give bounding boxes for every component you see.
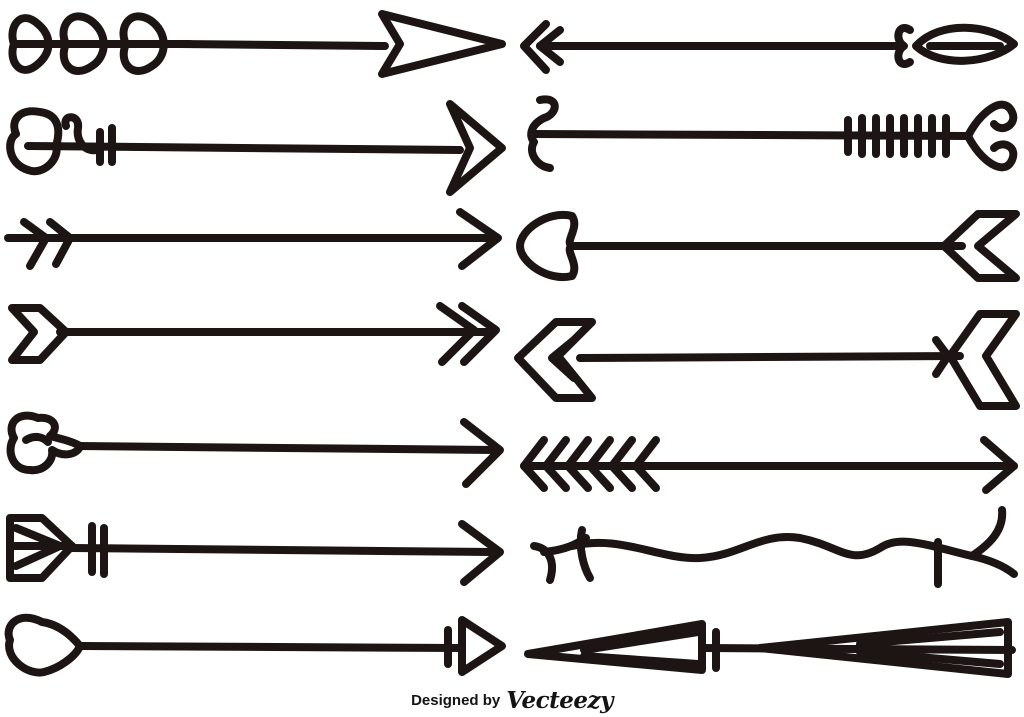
arrow-right-6 xyxy=(530,506,1018,588)
brand-logo[interactable]: Vecteezy xyxy=(506,686,613,714)
arrow-left-4 xyxy=(8,302,500,366)
credit-prefix: Designed by xyxy=(411,691,501,709)
arrow-left-3 xyxy=(4,208,502,270)
arrow-right-2 xyxy=(527,95,1018,172)
arrow-right-7 xyxy=(524,618,1016,678)
arrow-right-3 xyxy=(516,210,1020,282)
arrow-left-1 xyxy=(8,10,506,78)
credit-line: Designed by Vecteezy xyxy=(0,683,1024,717)
arrow-left-2 xyxy=(6,100,506,196)
arrow-left-7 xyxy=(4,613,506,677)
arrow-right-4 xyxy=(514,310,1020,410)
arrow-right-5 xyxy=(520,436,1018,494)
arrow-right-1 xyxy=(520,20,1018,74)
arrow-left-6 xyxy=(6,514,504,586)
arrow-left-5 xyxy=(6,411,504,488)
